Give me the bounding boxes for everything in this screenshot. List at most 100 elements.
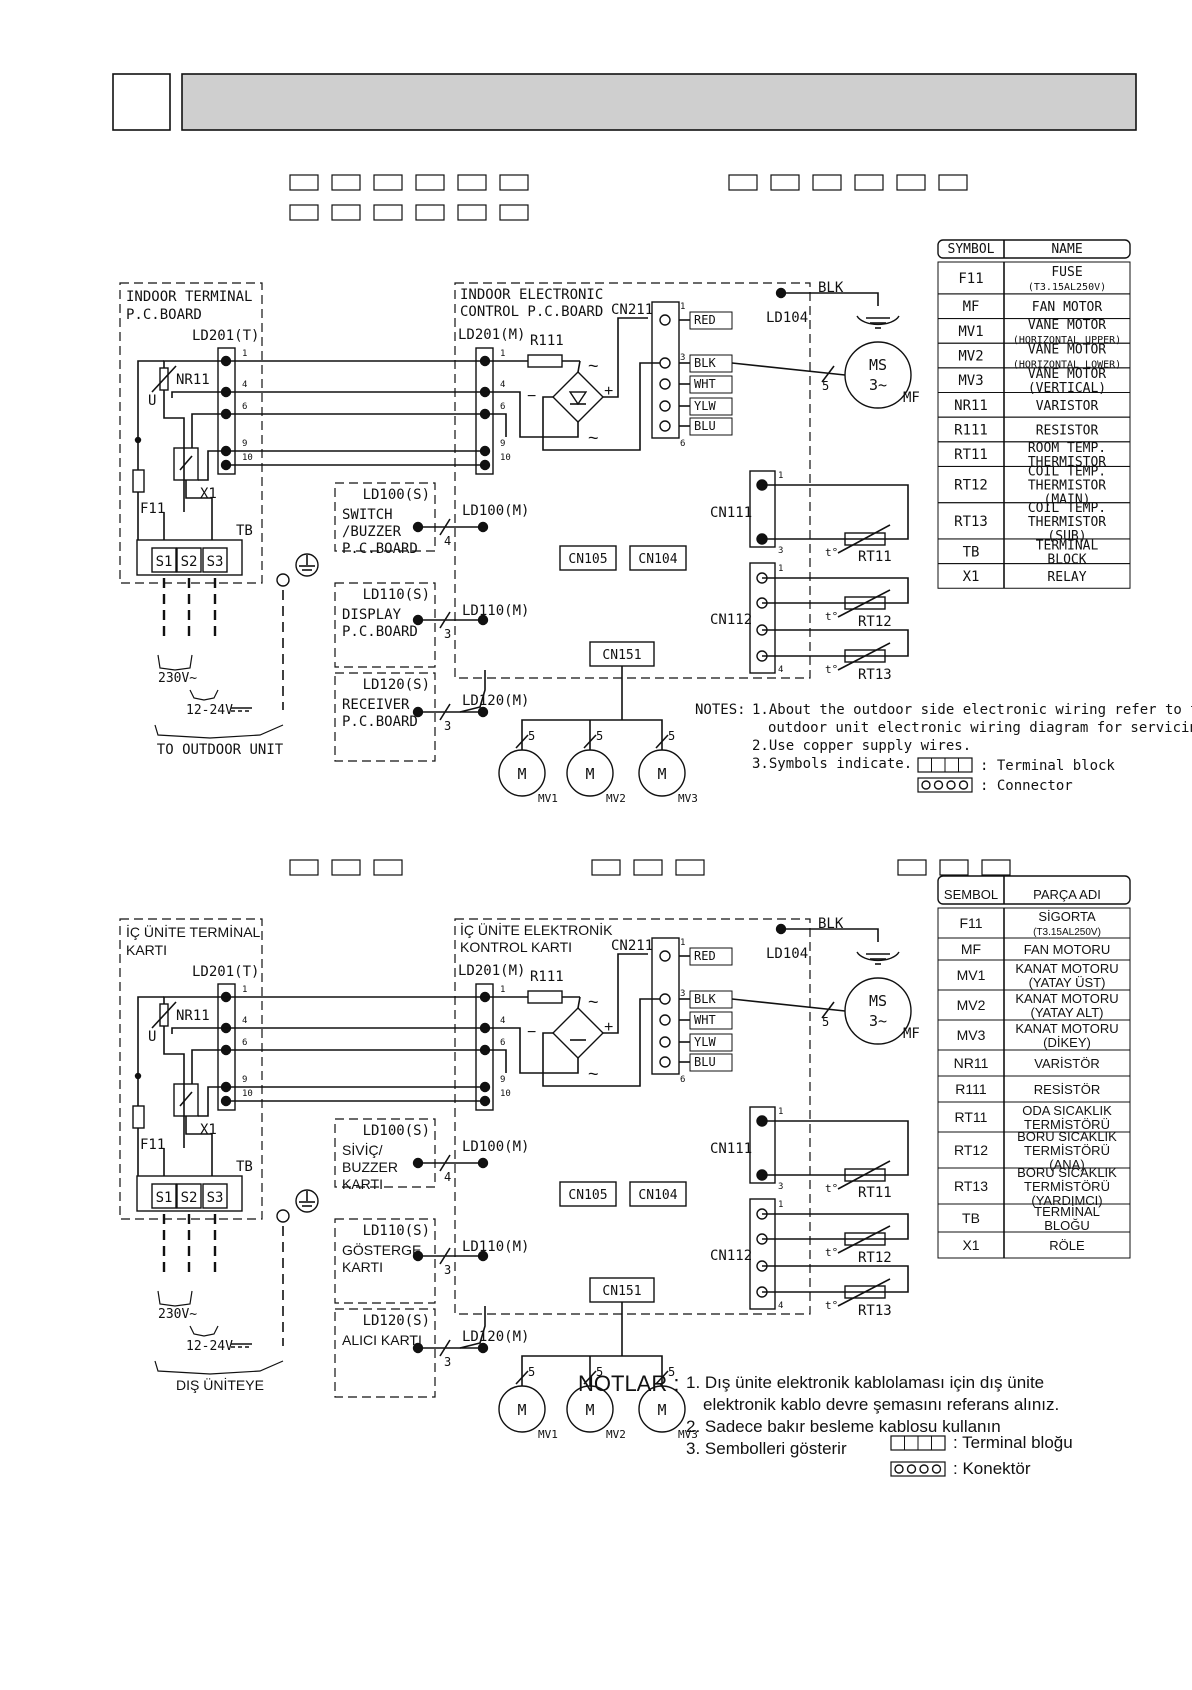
wire-count-slash <box>439 611 451 629</box>
wire-count: 5 <box>822 379 829 393</box>
table-name: FAN MOTOR <box>1032 300 1103 315</box>
thermistor-rt11 <box>844 1168 886 1182</box>
ac-mark: ~ <box>588 428 599 448</box>
wire <box>485 413 507 437</box>
mf-label: MF <box>903 1026 920 1042</box>
brace <box>189 1325 219 1337</box>
cn111-label: CN111 <box>710 1141 752 1157</box>
table-name: KANAT MOTORU <box>1015 1021 1118 1036</box>
sub-board-outline <box>334 582 436 668</box>
model-boxes-row-4 <box>289 859 403 876</box>
sub-board-outline <box>334 1308 436 1398</box>
cn211-pin <box>659 400 671 412</box>
legend-connector-symbol <box>890 1461 946 1477</box>
pin-number: 6 <box>680 1075 685 1085</box>
table-name: KANAT MOTORU <box>1015 961 1118 976</box>
cn111-connector <box>749 470 776 548</box>
receiver_board-label: ALICI KARTI <box>342 1332 422 1348</box>
cn211-pin <box>659 378 671 390</box>
model-name-box <box>331 859 361 876</box>
model-name-box <box>415 174 445 191</box>
cn211-label: CN211 <box>611 938 653 954</box>
legend-connector-label: : Konektör <box>953 1459 1031 1478</box>
ld110s-label: LD110(S) <box>363 587 430 603</box>
thermistor-slash <box>837 1225 891 1254</box>
relay-contact <box>179 455 193 471</box>
wire-count-slash <box>439 518 451 536</box>
bridge-rectifier <box>552 371 604 423</box>
indoor-control-board-outline <box>454 282 811 679</box>
nr11-label: NR11 <box>176 1008 210 1024</box>
pin-number: 4 <box>242 380 247 390</box>
ld201t-connector <box>217 983 236 1111</box>
table-name: (HORIZONTAL LOWER) <box>1013 360 1121 371</box>
pin-number: 1 <box>242 985 247 995</box>
table-name: (VERTICAL) <box>1028 381 1106 396</box>
wire <box>459 670 486 713</box>
motor-letter: M <box>517 765 526 783</box>
voltage-230v: 230V~ <box>158 671 197 686</box>
model-name-box <box>675 859 705 876</box>
cn104-box <box>629 545 687 571</box>
wire-count-slash <box>821 1001 835 1019</box>
pin-number: 1 <box>778 471 783 481</box>
table-name: KANAT MOTORU <box>1015 991 1118 1006</box>
wire-count-slash <box>583 734 597 749</box>
switch_board-label: /BUZZER <box>342 524 402 540</box>
switch_board-label: KARTI <box>342 1176 383 1192</box>
wire <box>731 998 846 1012</box>
motor-label: MV3 <box>678 1428 698 1441</box>
vane-motor <box>638 1385 686 1433</box>
ld120s-label: LD120(S) <box>363 1313 430 1329</box>
sub-board-outline <box>334 482 436 552</box>
section-number-box <box>112 73 171 131</box>
table-symbol: F11 <box>959 915 982 931</box>
motor-letter: M <box>585 765 594 783</box>
blk-label: BLK <box>818 280 844 296</box>
note-line: 3. Sembolleri gösterir <box>686 1439 847 1458</box>
table-name: BLOĞU <box>1044 1218 1090 1233</box>
brace <box>189 689 219 701</box>
legend-connector-pin <box>931 1464 942 1474</box>
model-name-box <box>896 174 926 191</box>
wire-count: 3 <box>444 719 451 733</box>
table-symbol: R111 <box>955 1081 987 1097</box>
pin-number: 9 <box>500 1075 505 1085</box>
pin-number: 4 <box>500 380 505 390</box>
wire-count: 5 <box>668 729 675 743</box>
wire-color-label: YLW <box>694 1035 716 1049</box>
model-boxes-row-2 <box>289 204 529 221</box>
table-symbol: TB <box>963 544 980 560</box>
bridge-rectifier <box>552 1007 604 1059</box>
wire-color-label: WHT <box>694 1013 716 1027</box>
t-mark: t° <box>825 1246 838 1259</box>
thermistor-rt13 <box>844 649 886 663</box>
table-symbol: MV3 <box>957 1027 986 1043</box>
wire-count-slash <box>515 1370 529 1385</box>
wire-count-slash <box>655 734 669 749</box>
ld100m-label: LD100(M) <box>462 503 529 519</box>
wire <box>185 480 213 540</box>
pin-number: 1 <box>500 349 505 359</box>
sub-board-outline <box>334 1118 436 1188</box>
fan-motor-phase-label: 3~ <box>869 376 887 394</box>
wire <box>577 360 581 373</box>
table-name: VANE MOTOR <box>1028 367 1106 382</box>
pin-number: 1 <box>680 302 685 312</box>
pin-number: 10 <box>242 453 253 463</box>
wire <box>542 362 670 451</box>
wiring-diagram-tr: İÇ ÜNİTE TERMİNALKARTILD201(T)146910NR11… <box>119 391 1131 1478</box>
r111-label: R111 <box>530 333 564 349</box>
table-name: VANE MOTOR <box>1028 343 1106 358</box>
cn211-pin <box>659 357 671 369</box>
pin-number: 10 <box>242 1089 253 1099</box>
table-name: (YATAY ÜST) <box>1029 975 1106 990</box>
pin-number: 1 <box>778 564 783 574</box>
